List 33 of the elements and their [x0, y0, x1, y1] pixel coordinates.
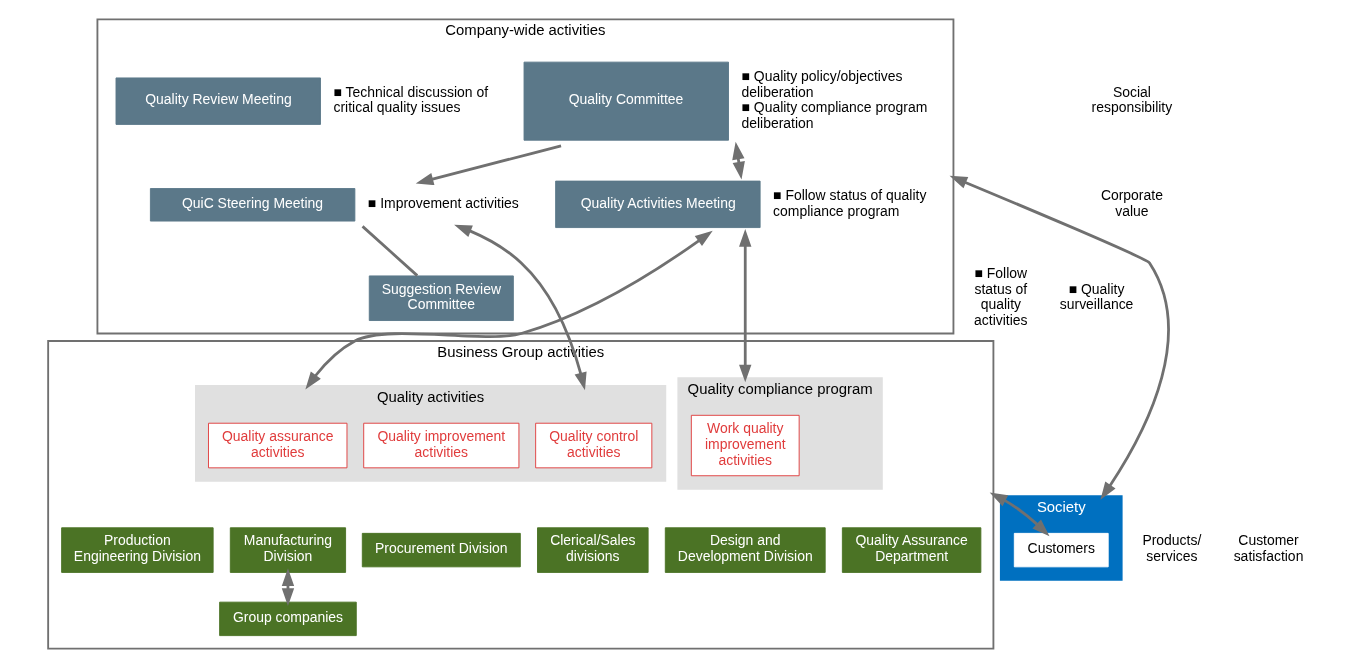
- node-box: Quality assurance activities: [208, 422, 348, 469]
- node-box: Procurement Division: [361, 532, 521, 568]
- node-box: Quality improvement activities: [363, 422, 520, 469]
- node-box: Clerical/Sales divisions: [537, 527, 649, 573]
- label: ■ Quality surveillance: [1059, 280, 1134, 313]
- node-label: ■ Technical discussion of critical quality issues: [333, 83, 489, 116]
- label: Customer satisfaction: [1233, 532, 1304, 565]
- node-box: Quality control activities: [535, 422, 653, 469]
- node-box: Production Engineering Division: [61, 527, 214, 573]
- arrow: [415, 144, 562, 186]
- node-box: Suggestion Review Committee: [368, 275, 514, 321]
- node-label: ■ Improvement activities: [367, 195, 519, 212]
- node-box: Design and Development Division: [664, 527, 826, 573]
- node-label: ■ Quality policy/objectives deliberation: [741, 67, 903, 100]
- arrow: [989, 492, 1050, 537]
- node-box: Quality Assurance Department: [841, 527, 982, 573]
- connector: [361, 225, 419, 277]
- arrow: [281, 568, 295, 606]
- label: Corporate value: [1100, 186, 1163, 219]
- node-box: Manufacturing Division: [229, 527, 347, 573]
- arrow: [454, 224, 587, 391]
- label: Products/ services: [1142, 532, 1202, 565]
- node-box: Group companies: [219, 601, 357, 637]
- label: Social responsibility: [1091, 83, 1173, 116]
- node-label: ■ Follow status of quality compliance program: [773, 186, 927, 219]
- arrow: [305, 230, 713, 390]
- arrow: [739, 228, 752, 383]
- node-box: Customers: [1013, 532, 1109, 568]
- label: ■ Follow status of quality activities: [974, 264, 1028, 329]
- arrow: [732, 141, 745, 180]
- node-label: ■ Quality compliance program deliberation: [741, 99, 928, 132]
- arrow: [949, 175, 1170, 500]
- node-box: Work quality improvement activities: [690, 414, 800, 477]
